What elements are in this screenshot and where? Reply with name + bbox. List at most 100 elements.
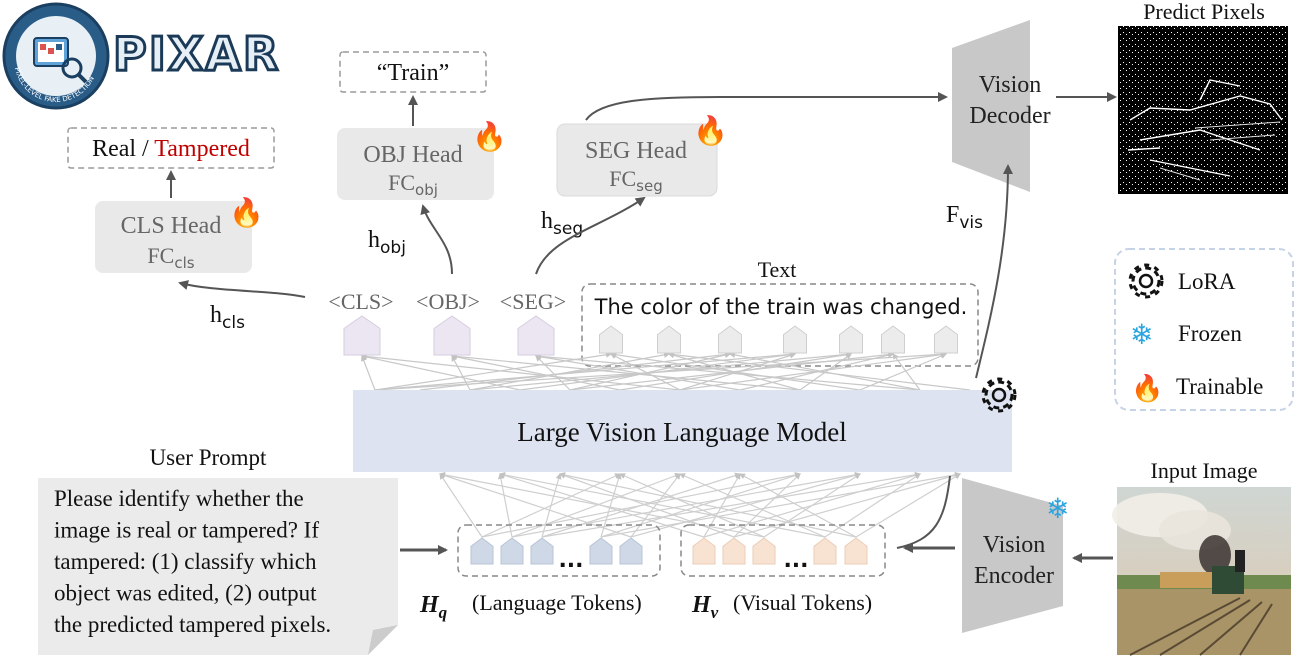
connection-line — [497, 473, 513, 538]
language-token — [500, 537, 524, 565]
connection-line — [679, 473, 826, 538]
token-cls-label: <CLS> — [328, 289, 393, 314]
visual-tokens-label: (Visual Tokens) — [733, 590, 872, 615]
connection-line — [541, 471, 921, 538]
connection-line — [451, 354, 621, 391]
connection-line — [859, 353, 947, 391]
obj-fire-icon: 🔥 — [472, 120, 507, 153]
input-train-image — [1112, 487, 1291, 656]
h-cls-sub: cls — [222, 313, 245, 333]
connection-line — [374, 351, 947, 391]
h-seg-sub: seg — [553, 219, 583, 239]
connection-line — [600, 472, 801, 538]
legend-trainable: Trainable — [1176, 374, 1263, 399]
connection-line — [763, 473, 861, 538]
language-token — [470, 537, 494, 565]
hq-symbol: H — [419, 592, 440, 618]
input-image-label: Input Image — [1151, 458, 1258, 483]
seg-fc-base: FC — [609, 166, 636, 191]
h-obj-sub: obj — [380, 238, 406, 258]
connection-line — [739, 473, 857, 538]
text-token — [599, 325, 623, 354]
svg-text:hseg: hseg — [541, 208, 583, 239]
f-vis-base: F — [946, 202, 959, 228]
seg-fc-sub: seg — [636, 177, 663, 195]
connection-line — [451, 353, 801, 391]
language-tokens-label: (Language Tokens) — [472, 590, 642, 615]
text-token — [657, 325, 681, 354]
connection-line — [559, 472, 857, 538]
connection-line — [733, 473, 801, 538]
connection-line — [361, 353, 681, 391]
visual-token — [813, 537, 837, 565]
visual-tokens-ellipsis: ... — [783, 548, 808, 573]
seg-fire-icon: 🔥 — [693, 114, 728, 147]
seg-head-title: SEG Head — [585, 138, 687, 164]
obj-head-title: OBJ Head — [363, 142, 462, 168]
visual-token — [692, 537, 716, 565]
seg-token — [517, 315, 555, 356]
obj-token — [433, 315, 471, 356]
connection-line — [511, 472, 681, 538]
connection-line — [600, 473, 622, 538]
cls-fc-sub: cls — [174, 254, 194, 272]
output-tokens — [343, 315, 958, 356]
legend-lora: LoRA — [1178, 269, 1236, 294]
token-connection-lines — [360, 351, 971, 538]
connection-line — [679, 351, 947, 391]
obj-fc-sub: obj — [415, 181, 438, 199]
vision-decoder-line1: Vision — [979, 72, 1042, 98]
cls-output-tampered: Tampered — [154, 136, 250, 162]
connection-line — [569, 351, 894, 391]
text-token — [934, 325, 958, 354]
svg-text:Real / Tampered: Real / Tampered — [92, 136, 250, 162]
cls-fc-base: FC — [147, 243, 174, 268]
svg-text:FCcls: FCcls — [147, 243, 194, 272]
lvlm-box — [353, 390, 1012, 472]
connection-line — [541, 472, 741, 538]
text-output-label: Text — [758, 257, 797, 282]
connection-line — [499, 472, 826, 538]
text-token — [881, 325, 905, 354]
svg-text:Hv: Hv — [691, 592, 719, 622]
language-token — [619, 537, 643, 565]
user-prompt-line: tampered: (1) classify which — [54, 549, 317, 574]
cls-fire-icon: 🔥 — [229, 196, 264, 229]
text-token — [783, 325, 807, 354]
connection-line — [360, 355, 376, 391]
vision-encoder: Vision Encoder — [962, 478, 1063, 633]
language-token — [530, 537, 554, 565]
input-tokens — [470, 537, 868, 565]
user-prompt-box — [38, 478, 398, 655]
cls-output-box — [67, 127, 275, 169]
token-seg-label: <SEG> — [500, 289, 566, 314]
connection-line — [439, 472, 765, 538]
text-output-sentence: The color of the train was changed. — [594, 295, 968, 319]
svg-text:hcls: hcls — [210, 302, 245, 333]
cls-head-title: CLS Head — [121, 213, 222, 239]
connection-line — [511, 471, 861, 538]
text-token — [718, 325, 742, 354]
user-prompt-line: object was edited, (2) output — [54, 581, 317, 606]
legend-gear-icon — [1128, 263, 1164, 299]
svg-text:Fvis: Fvis — [946, 202, 983, 233]
obj-output-box — [339, 51, 487, 93]
connection-line — [559, 472, 735, 538]
cls-output-real: Real / — [92, 136, 154, 162]
svg-text:FCseg: FCseg — [609, 166, 663, 195]
text-token — [839, 325, 863, 354]
language-tokens-box — [457, 524, 661, 577]
legend-box — [1114, 248, 1294, 411]
svg-text:Hq: Hq — [419, 592, 448, 622]
vision-encoder-line1: Vision — [983, 532, 1046, 558]
token-obj-label: <OBJ> — [416, 289, 480, 314]
vision-encoder-line2: Encoder — [974, 563, 1054, 589]
f-vis-sub: vis — [959, 213, 983, 233]
connection-line — [439, 472, 632, 538]
svg-text:FCobj: FCobj — [388, 170, 438, 199]
h-seg-base: h — [541, 208, 553, 234]
encoder-snowflake-icon: ❄ — [1046, 494, 1069, 525]
language-tokens-ellipsis: ... — [558, 548, 583, 573]
visual-token — [844, 537, 868, 565]
